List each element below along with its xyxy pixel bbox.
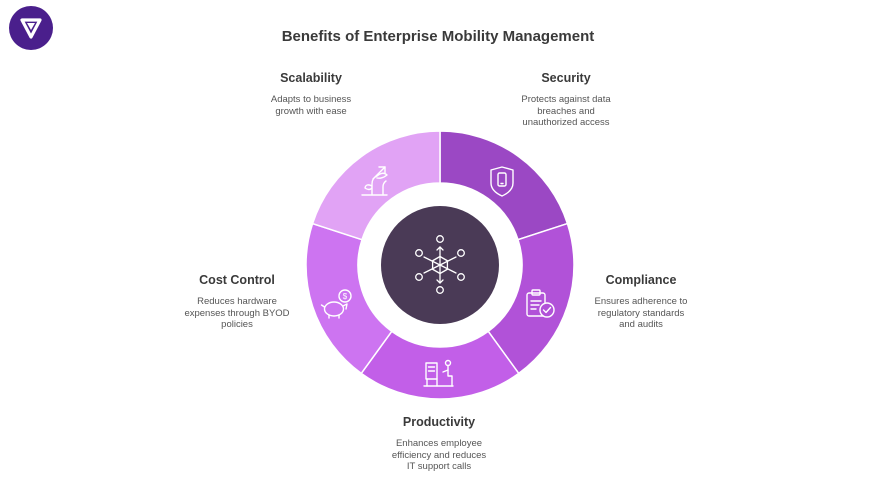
brand-logo[interactable] bbox=[9, 6, 53, 50]
benefit-cost-control: Cost Control Reduces hardware expenses t… bbox=[162, 273, 312, 331]
benefit-productivity: Productivity Enhances employee efficienc… bbox=[364, 415, 514, 473]
benefit-heading: Scalability bbox=[280, 71, 342, 85]
benefit-description: Ensures adherence to regulatory standard… bbox=[594, 296, 688, 330]
piggy-bank-icon: $ bbox=[320, 289, 352, 319]
benefit-description: Enhances employee efficiency and reduces… bbox=[391, 438, 487, 472]
benefit-heading: Compliance bbox=[605, 273, 677, 287]
benefit-scalability: Scalability Adapts to business growth wi… bbox=[236, 71, 386, 117]
network-hub-icon bbox=[415, 235, 465, 294]
benefit-heading: Cost Control bbox=[199, 273, 275, 287]
plant-growth-icon bbox=[361, 166, 388, 196]
benefit-description: Protects against data breaches and unaut… bbox=[521, 94, 611, 128]
mobile-shield-icon bbox=[490, 166, 514, 197]
benefit-description: Reduces hardware expenses through BYOD p… bbox=[184, 296, 290, 330]
benefit-heading: Productivity bbox=[402, 415, 476, 429]
person-at-desk-icon bbox=[423, 359, 454, 387]
page-title: Benefits of Enterprise Mobility Manageme… bbox=[281, 28, 595, 45]
benefit-heading: Security bbox=[541, 71, 591, 85]
ring-segment-scalability bbox=[311, 130, 441, 241]
benefit-description: Adapts to business growth with ease bbox=[270, 94, 352, 117]
benefit-compliance: Compliance Ensures adherence to regulato… bbox=[566, 273, 716, 331]
svg-text:$: $ bbox=[343, 292, 348, 301]
clipboard-check-icon bbox=[526, 289, 555, 318]
shield-logo-icon bbox=[20, 18, 42, 39]
benefit-security: Security Protects against data breaches … bbox=[491, 71, 641, 129]
